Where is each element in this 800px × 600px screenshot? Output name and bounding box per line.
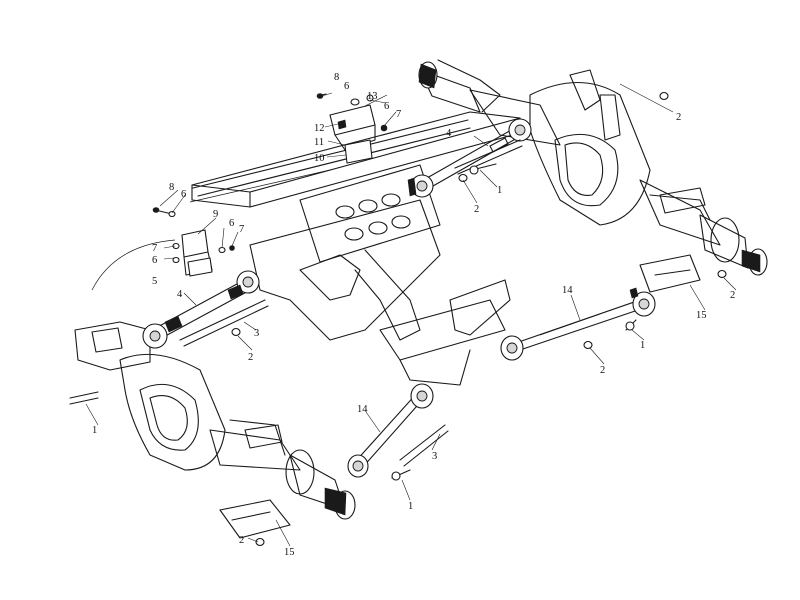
callout-14-lower: 14 bbox=[357, 404, 368, 415]
leader-lines bbox=[85, 83, 737, 547]
callout-1-left-stud: 1 bbox=[92, 425, 97, 436]
v-rod-right bbox=[500, 287, 656, 361]
v-rod-lower bbox=[347, 383, 449, 481]
corner-nuts bbox=[255, 91, 727, 547]
upper-long-rod bbox=[189, 119, 471, 203]
bracket-stack-left bbox=[91, 207, 235, 291]
callout-8-left: 8 bbox=[169, 182, 174, 193]
callout-11: 11 bbox=[314, 137, 324, 148]
callout-6-left-b: 6 bbox=[229, 218, 234, 229]
callout-15-bottom: 15 bbox=[284, 547, 295, 558]
callout-2-bottom: 2 bbox=[239, 535, 244, 546]
callout-7-top: 7 bbox=[396, 109, 401, 120]
rear-axle bbox=[418, 59, 768, 293]
callout-13: 13 bbox=[367, 91, 378, 102]
bracket-stack-upper bbox=[316, 93, 388, 164]
torque-rod-lower bbox=[142, 270, 269, 349]
chassis-frame bbox=[191, 111, 521, 386]
callout-6-top-a: 6 bbox=[344, 81, 349, 92]
callout-7-left-b: 7 bbox=[152, 243, 157, 254]
middle-axle bbox=[74, 321, 356, 539]
callout-4-lower-rod: 4 bbox=[177, 289, 183, 300]
callout-2-upper-rod: 2 bbox=[474, 204, 479, 215]
torque-rod-upper bbox=[407, 118, 532, 198]
callout-1-right-rod: 1 bbox=[640, 340, 645, 351]
callout-labels: 2 4 2 1 8 6 13 6 7 12 11 10 8 6 9 6 7 7 … bbox=[92, 72, 735, 558]
callout-4-upper-rod: 4 bbox=[446, 128, 452, 139]
callout-10: 10 bbox=[314, 153, 325, 164]
callout-12: 12 bbox=[314, 123, 325, 134]
callout-6-left-a: 6 bbox=[181, 189, 186, 200]
callout-1-upper-rod: 1 bbox=[497, 185, 502, 196]
callout-14-right: 14 bbox=[562, 285, 573, 296]
callout-6-top-b: 6 bbox=[384, 101, 389, 112]
callout-2-rear-right-top: 2 bbox=[676, 112, 681, 123]
callout-8-top: 8 bbox=[334, 72, 339, 83]
callout-15-right: 15 bbox=[696, 310, 707, 321]
callout-3-lower-rod: 3 bbox=[254, 328, 259, 339]
callout-7-left: 7 bbox=[239, 224, 244, 235]
callout-2-lower-rod: 2 bbox=[248, 352, 253, 363]
callout-6-left-c: 6 bbox=[152, 255, 157, 266]
callout-2-right-rod: 2 bbox=[600, 365, 605, 376]
callout-3-lower-right: 3 bbox=[432, 451, 437, 462]
callout-2-rear-right-bottom: 2 bbox=[730, 290, 735, 301]
callout-1-lower: 1 bbox=[408, 501, 413, 512]
callout-9: 9 bbox=[213, 209, 218, 220]
callout-5: 5 bbox=[152, 276, 157, 287]
axle-stud-left bbox=[69, 391, 99, 405]
